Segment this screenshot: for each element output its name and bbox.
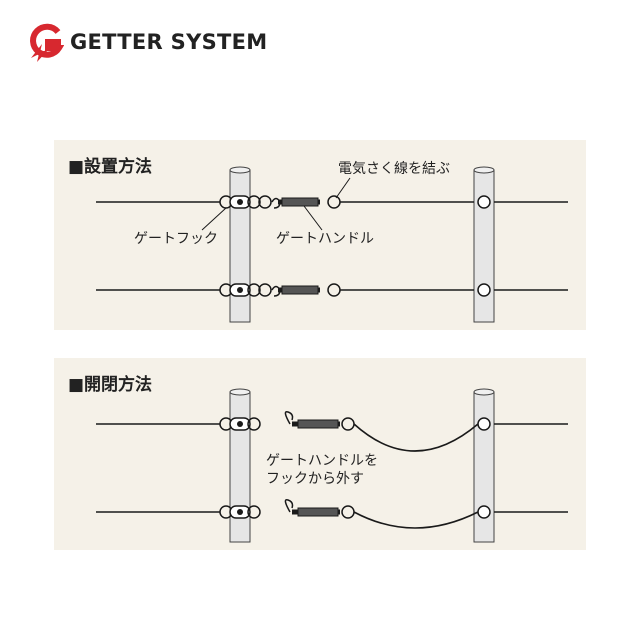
leader-tie-wire xyxy=(335,177,351,199)
upper-wire-row-open xyxy=(96,411,568,452)
open-close-title: ■開閉方法 xyxy=(68,375,153,395)
label-remove-line1: ゲートハンドルを xyxy=(266,453,378,469)
open-close-diagram xyxy=(96,388,568,543)
header: GETTER SYSTEM xyxy=(28,22,328,62)
leader-gate-handle xyxy=(303,205,323,231)
left-post-top xyxy=(229,166,251,174)
install-diagram xyxy=(96,166,568,323)
getter-logo-icon xyxy=(30,23,64,62)
left-post-top xyxy=(229,388,251,396)
label-gate-handle: ゲートハンドル xyxy=(276,231,374,247)
brand-name: GETTER SYSTEM xyxy=(70,30,268,54)
lower-wire-row xyxy=(96,283,568,297)
label-gate-hook: ゲートフック xyxy=(134,231,218,247)
right-post-top xyxy=(473,166,495,174)
left-post xyxy=(229,169,251,323)
label-tie-wire: 電気さく線を結ぶ xyxy=(338,161,450,177)
upper-wire-row xyxy=(96,195,568,209)
install-title: ■設置方法 xyxy=(68,157,153,177)
open-close-panel: ■開閉方法 ゲートハンドルを フックから外す xyxy=(54,358,586,550)
install-panel: ■設置方法 電気さく線を結ぶ ゲートフック ゲートハンドル xyxy=(54,140,586,330)
label-remove-line2: フックから外す xyxy=(266,471,364,487)
right-post-top xyxy=(473,388,495,396)
right-post xyxy=(473,391,495,543)
lower-wire-row-open xyxy=(96,499,568,529)
leader-gate-hook xyxy=(201,207,227,231)
left-post xyxy=(229,391,251,543)
right-post xyxy=(473,169,495,323)
